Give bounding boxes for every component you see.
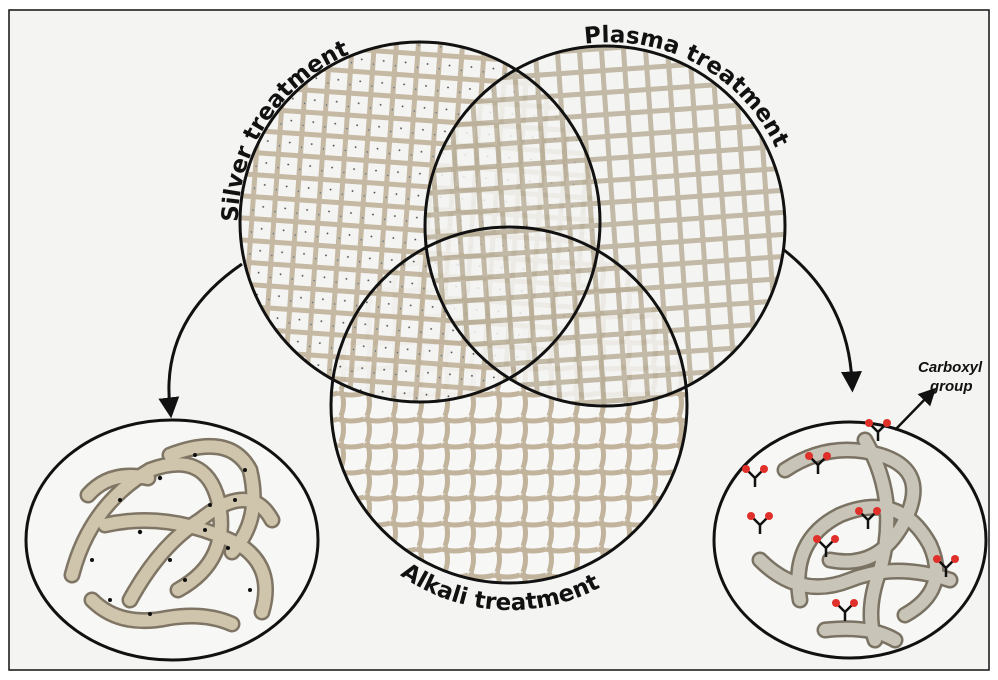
carboxyl-label-line1: Carboxyl (918, 359, 983, 376)
carboxyl-label-line2: group (929, 378, 973, 395)
silver-fiber-inset (26, 420, 318, 660)
plasma-circle-fill (425, 46, 785, 406)
